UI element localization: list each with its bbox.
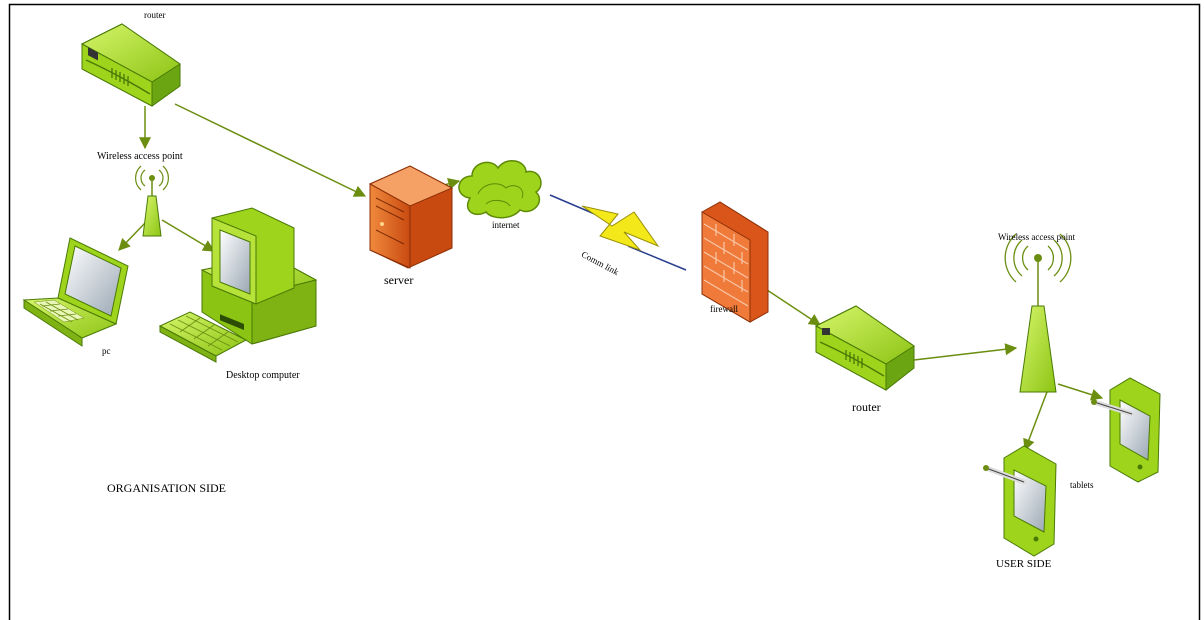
firewall-icon: [701, 201, 769, 323]
server-icon: [368, 165, 454, 269]
laptop-icon: [22, 237, 129, 347]
user-side-label: USER SIDE: [996, 558, 1052, 570]
internet-label: internet: [492, 220, 520, 230]
cloud-icon: [458, 160, 542, 219]
router-label: router: [852, 400, 881, 414]
pc-label: pc: [102, 346, 111, 356]
connector-wap-tablet-2: [1057, 383, 1104, 401]
connector-wap-desktop: [161, 219, 216, 252]
server-label: server: [384, 273, 414, 287]
desktop-computer-label: Desktop computer: [226, 370, 300, 381]
organisation-side-label: ORGANISATION SIDE: [107, 481, 226, 495]
desktop-computer-icon: [158, 207, 318, 363]
wireless-access-point-label: Wireless access point: [97, 151, 183, 162]
connector-router-server: [174, 103, 367, 197]
tablet-icon: [1091, 377, 1161, 483]
diagram-frame: [8, 3, 1201, 620]
connector-wap-tablet-1: [1023, 391, 1048, 452]
wireless-access-point-icon: [1004, 233, 1072, 393]
lightning-icon: [549, 194, 687, 271]
router-icon: [80, 23, 181, 107]
tablets-label: tablets: [1070, 480, 1094, 490]
router-icon: [814, 305, 915, 391]
wireless-access-point-icon: [135, 165, 169, 237]
tablet-icon: [983, 445, 1057, 557]
router-label: router: [144, 10, 166, 20]
firewall-label: firewall: [710, 304, 738, 314]
connector-wap-laptop: [118, 221, 147, 251]
wireless-access-point-label: Wireless access point: [998, 232, 1076, 242]
connector-router-wap-user: [913, 343, 1018, 361]
